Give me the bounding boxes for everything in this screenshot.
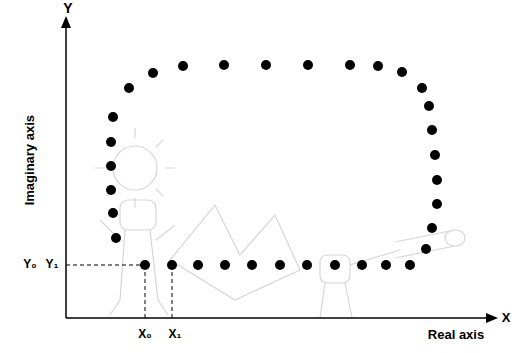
axis-title: Imaginary axis xyxy=(23,115,37,205)
coordinate-label: X₀ xyxy=(138,328,151,341)
dashed-guide xyxy=(66,265,172,318)
axis-name: Y xyxy=(63,1,72,16)
coordinate-axes xyxy=(66,22,494,318)
axis-arrowhead xyxy=(61,16,71,28)
contour-dots xyxy=(106,60,442,270)
axis-arrowhead xyxy=(486,313,498,323)
coordinate-label: X₁ xyxy=(169,328,182,341)
axis-name: X xyxy=(502,311,511,325)
background-watermark xyxy=(95,128,465,318)
axis-title: Real axis xyxy=(428,328,484,342)
coordinate-label: Y₁ xyxy=(46,258,59,271)
coordinate-label: Y₀ xyxy=(23,258,36,271)
